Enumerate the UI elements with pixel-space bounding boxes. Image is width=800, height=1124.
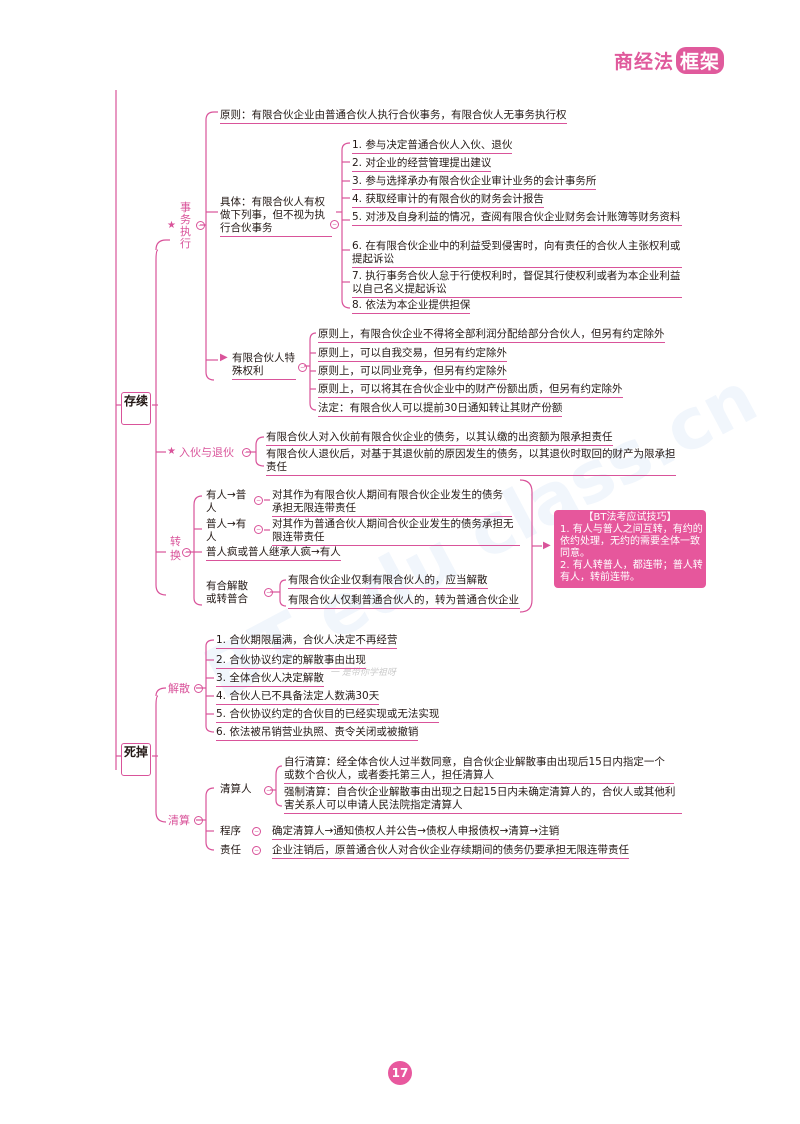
branch-label-jiesan: 解散: [168, 682, 190, 695]
chengxu-text: 确定清算人→通知债权人并公告→债权人申报债权→清算→注销: [272, 825, 560, 840]
juti-item: 4. 获取经审计的有限合伙的财务会计报告: [352, 193, 544, 208]
jiesan-item: 4. 合伙人已不具备法定人数满30天: [216, 690, 380, 705]
shiwu-principle: 原则：有限合伙企业由普通合伙人执行合伙事务，有限合伙人无事务执行权: [220, 109, 567, 124]
teshu-item: 原则上，有限合伙企业不得将全部利润分配给部分合伙人，但另有约定除外: [318, 328, 665, 343]
jiesan-item: 5. 合伙协议约定的合伙目的已经实现或无法实现: [216, 708, 440, 723]
watermark-small: 一 是带你学祖呀: [330, 668, 396, 678]
header-title-text: 商经法: [613, 51, 674, 73]
section-box-siwang: 死掉: [121, 743, 151, 776]
jicheng-item: 普人疯或普人继承人疯→有人: [206, 546, 341, 561]
tip-line: 2. 有人转普人，都连带；普人转有人，转前连带。: [560, 560, 703, 583]
juti-item: 5. 对涉及自身利益的情况，查阅有限合伙企业财务会计账簿等财务资料: [352, 211, 682, 226]
flag-icon: ▶: [220, 352, 228, 363]
jiesan-item: 3. 全体合伙人决定解散: [216, 672, 324, 687]
collapse-icon[interactable]: −: [242, 448, 251, 457]
ruhuo-item: 有限合伙人退伙后，对基于其退伙前的原因发生的债务，以其退伙时取回的财产为限承担责…: [266, 448, 676, 476]
pu-to-you-text: 对其作为普通合伙人期间合伙企业发生的债务承担无限连带责任: [272, 518, 520, 546]
tip-title: 【BT法考应试技巧】: [583, 512, 677, 523]
juti-item: 7. 执行事务合伙人怠于行使权利时，督促其行使权利或者为本企业利益以自己名义提起…: [352, 270, 682, 298]
branch-label-ruhuo: 入伙与退伙: [179, 446, 234, 459]
collapse-icon[interactable]: −: [194, 816, 203, 825]
teshu-item: 原则上，可以将其在合伙企业中的财产份额出质，但另有约定除外: [318, 383, 623, 398]
qingsuanren-label: 清算人: [220, 783, 252, 795]
branch-label-zhuanhuan: 转换: [170, 535, 181, 562]
star-icon: ★: [167, 220, 176, 231]
jiesan-item: 2. 合伙协议约定的解散事由出现: [216, 654, 366, 669]
collapse-icon[interactable]: −: [252, 846, 261, 855]
collapse-icon[interactable]: −: [254, 496, 263, 505]
juti-item: 2. 对企业的经营管理提出建议: [352, 157, 492, 172]
star-icon: ★: [167, 446, 176, 457]
teshu-item: 原则上，可以同业竞争，但另有约定除外: [318, 365, 507, 380]
header-title-badge: 框架: [675, 47, 724, 74]
jiesan-zhuan-item: 有限合伙企业仅剩有限合伙人的，应当解散: [288, 574, 488, 589]
jiesan-zhuan-item: 有限合伙人仅剩普通合伙人的，转为普通合伙企业: [288, 594, 520, 609]
you-to-pu-label: 有人→普人: [206, 489, 247, 514]
zixing-qingsuan: 自行清算：经全体合伙人过半数同意，自合伙企业解散事由出现后15日内指定一个或数个…: [284, 756, 674, 784]
branch-label-qingsuan: 清算: [168, 814, 190, 827]
page-header-title: 商经法框架: [614, 47, 724, 74]
qiangzhi-qingsuan: 强制清算：自合伙企业解散事由出现之日起15日内未确定清算人的，合伙人或其他利害关…: [284, 786, 682, 814]
exam-tip-box: 【BT法考应试技巧】 1. 有人与普人之间互转，有约的依约处理，无约的需要全体一…: [554, 510, 706, 588]
zeren-text: 企业注销后，原普通合伙人对合伙企业存续期间的债务仍要承担无限连带责任: [272, 844, 629, 859]
chengxu-label: 程序: [220, 825, 241, 837]
ruhuo-item: 有限合伙人对入伙前有限合伙企业的债务，以其认缴的出资额为限承担责任: [266, 431, 613, 446]
zeren-label: 责任: [220, 844, 241, 856]
jiesan-zhuan-label: 有合解散或转普合: [206, 580, 248, 605]
page-number: 17: [388, 1061, 412, 1085]
branch-label-shiwu: 事务执行: [180, 201, 191, 250]
collapse-icon[interactable]: −: [196, 221, 205, 230]
juti-item: 3. 参与选择承办有限合伙企业审计业务的会计事务所: [352, 175, 597, 190]
tip-line: 1. 有人与普人之间互转，有约的依约处理，无约的需要全体一致同意。: [560, 524, 703, 559]
collapse-icon[interactable]: −: [182, 548, 191, 557]
collapse-icon[interactable]: −: [330, 220, 339, 229]
collapse-icon[interactable]: −: [264, 588, 273, 597]
jiesan-item: 6. 依法被吊销营业执照、责令关闭或被撤销: [216, 726, 419, 741]
jiesan-item: 1. 合伙期限届满，合伙人决定不再经营: [216, 634, 398, 649]
shiwu-specific-label: 具体：有限合伙人有权做下列事，但不视为执行合伙事务: [220, 196, 332, 237]
teshu-item: 法定：有限合伙人可以提前30日通知转让其财产份额: [318, 402, 563, 417]
teshu-item: 原则上，可以自我交易，但另有约定除外: [318, 347, 507, 362]
collapse-icon[interactable]: −: [264, 786, 273, 795]
juti-item: 6. 在有限合伙企业中的利益受到侵害时，向有责任的合伙人主张权利或提起诉讼: [352, 240, 682, 268]
juti-item: 8. 依法为本企业提供担保: [352, 299, 471, 314]
collapse-icon[interactable]: −: [252, 827, 261, 836]
collapse-icon[interactable]: −: [194, 684, 203, 693]
flag-icon: ▶: [543, 540, 551, 551]
pu-to-you-label: 普人→有人: [206, 518, 247, 543]
section-box-cunxu: 存续: [121, 392, 151, 425]
juti-item: 1. 参与决定普通合伙人入伙、退伙: [352, 139, 513, 154]
teshu-label: 有限合伙人特殊权利: [232, 352, 296, 380]
collapse-icon[interactable]: −: [254, 525, 263, 534]
you-to-pu-text: 对其作为有限合伙人期间有限合伙企业发生的债务承担无限连带责任: [272, 489, 512, 517]
collapse-icon[interactable]: −: [298, 363, 307, 372]
